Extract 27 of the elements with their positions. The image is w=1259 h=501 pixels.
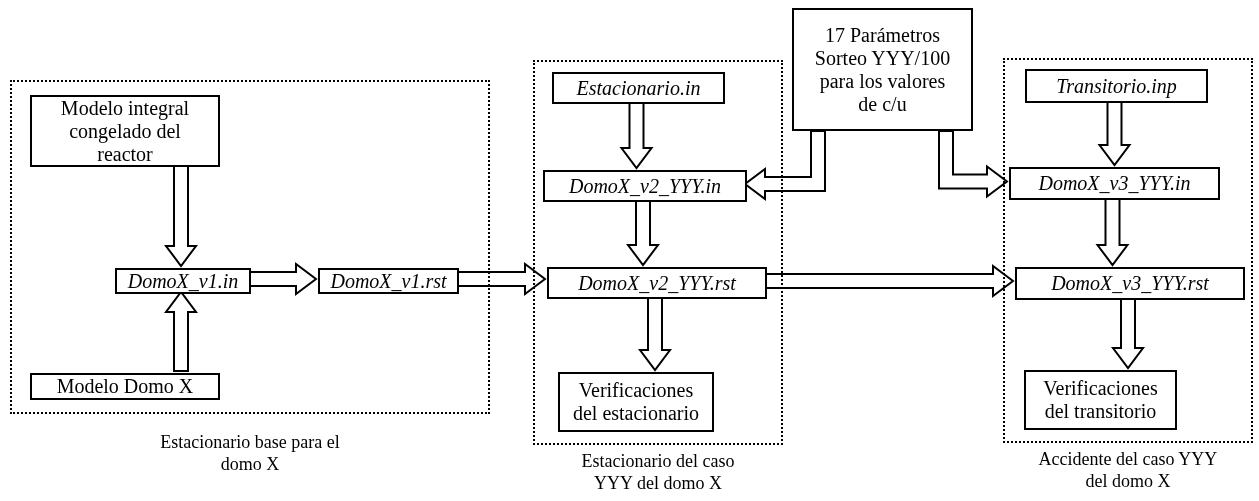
process-box: Modelo Domo X [30, 373, 220, 400]
block-arrow [626, 199, 660, 267]
group-caption: Accidente del caso YYY del domo X [1037, 449, 1219, 493]
block-arrow [638, 296, 672, 372]
file-box: DomoX_v3_YYY.in [1009, 167, 1220, 200]
block-arrow [248, 262, 318, 296]
block-arrow [1097, 100, 1132, 167]
process-box: Verificaciones del transitorio [1024, 370, 1177, 430]
file-box: DomoX_v3_YYY.rst [1015, 267, 1245, 300]
block-arrow [456, 262, 547, 296]
block-arrow [1111, 297, 1145, 370]
block-arrow [1095, 197, 1130, 267]
file-box: DomoX_v2_YYY.rst [547, 267, 767, 299]
process-box: 17 Parámetros Sorteo YYY/100 para los valores de c/u [792, 8, 973, 131]
group-caption: Estacionario base para el domo X [159, 432, 341, 476]
block-arrow [164, 164, 198, 268]
block-arrow [938, 130, 1009, 199]
process-box: Modelo integral congelado del reactor [30, 95, 220, 167]
block-arrow [764, 264, 1015, 298]
file-box: DomoX_v1.in [115, 268, 251, 294]
group-caption: Estacionario del caso YYY del domo X [580, 451, 736, 495]
file-box: Transitorio.inp [1025, 69, 1208, 103]
file-box: DomoX_v2_YYY.in [543, 170, 747, 202]
file-box: DomoX_v1.rst [318, 268, 459, 294]
block-arrow [619, 101, 654, 170]
process-box: Verificaciones del estacionario [558, 372, 714, 432]
file-box: Estacionario.in [552, 72, 725, 104]
